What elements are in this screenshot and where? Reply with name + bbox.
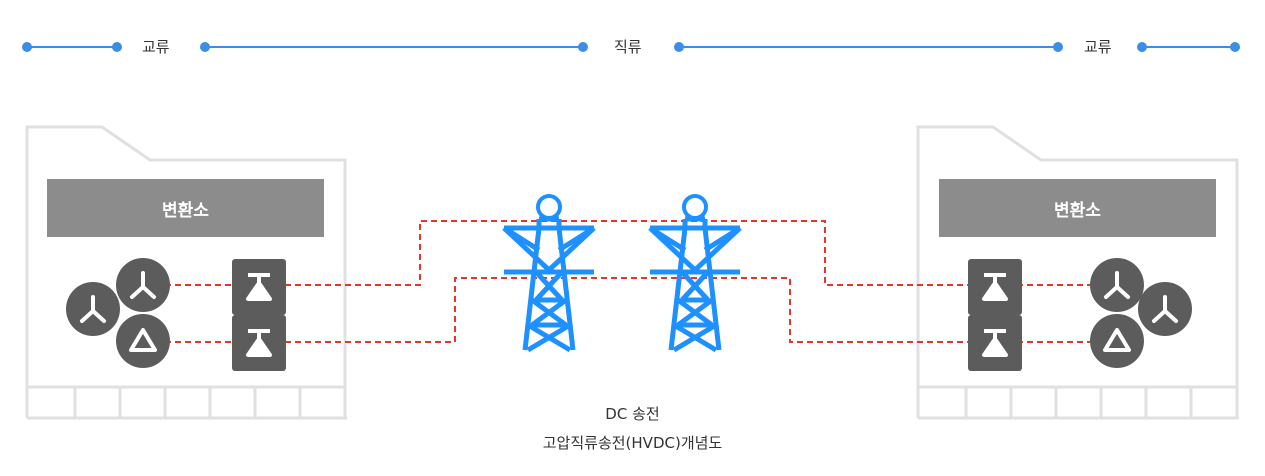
delta-transformer-icon bbox=[1090, 314, 1144, 368]
converter-valve-icon bbox=[232, 259, 286, 315]
bar-dot bbox=[1230, 42, 1240, 52]
ac-label-right: 교류 bbox=[1084, 36, 1112, 57]
wye-transformer-icon bbox=[116, 258, 170, 312]
wye-transformer-icon bbox=[1138, 282, 1192, 336]
converter-valve-icon bbox=[968, 259, 1022, 315]
transmission-tower-icon bbox=[502, 194, 596, 353]
current-type-bar bbox=[22, 42, 1240, 52]
left-converter-icons bbox=[66, 258, 286, 371]
right-substation-building bbox=[916, 125, 1239, 420]
bar-dot bbox=[200, 42, 210, 52]
wye-transformer-icon bbox=[1090, 258, 1144, 312]
bar-dot bbox=[674, 42, 684, 52]
dc-transmission-caption: DC 송전 bbox=[605, 405, 660, 423]
dc-line-lower bbox=[165, 277, 1090, 343]
right-substation-label: 변환소 bbox=[939, 179, 1216, 237]
transmission-tower-icon bbox=[648, 194, 742, 353]
diagram-title: 고압직류송전(HVDC)개념도 bbox=[542, 434, 723, 452]
left-substation-label: 변환소 bbox=[47, 179, 324, 237]
bar-dot bbox=[578, 42, 588, 52]
wye-transformer-icon bbox=[66, 282, 120, 336]
right-converter-icons bbox=[968, 258, 1192, 371]
bar-dot bbox=[1137, 42, 1147, 52]
dc-label: 직류 bbox=[614, 36, 642, 57]
bar-dot bbox=[22, 42, 32, 52]
left-substation-building bbox=[25, 125, 347, 420]
converter-valve-icon bbox=[968, 315, 1022, 371]
bar-dot bbox=[112, 42, 122, 52]
bar-dot bbox=[1053, 42, 1063, 52]
converter-valve-icon bbox=[232, 315, 286, 371]
dc-line-upper bbox=[165, 220, 1090, 286]
dc-transmission-lines bbox=[165, 220, 1090, 343]
ac-label-left: 교류 bbox=[142, 36, 170, 57]
delta-transformer-icon bbox=[116, 314, 170, 368]
